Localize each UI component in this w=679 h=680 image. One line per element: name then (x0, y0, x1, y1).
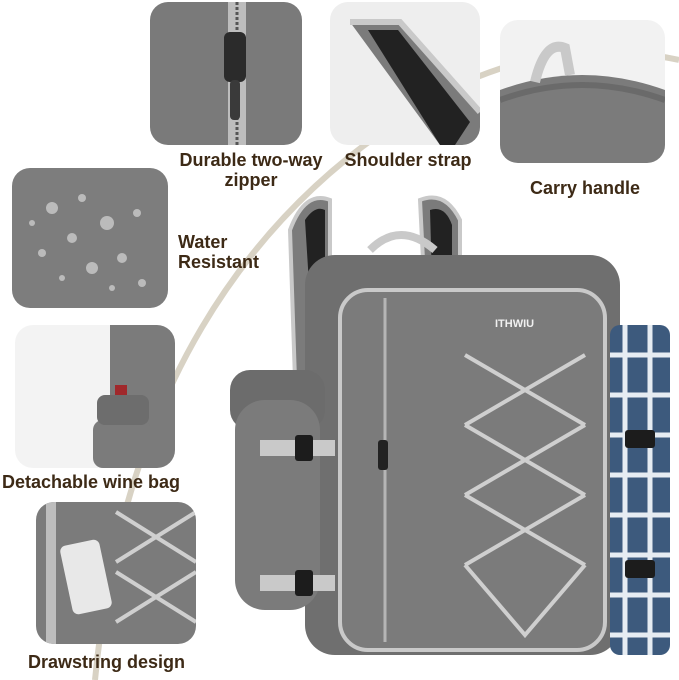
wine-bag-photo (15, 325, 175, 468)
water-label-line2: Resistant (178, 252, 260, 272)
zipper-label: Durable two-way zipper (172, 150, 330, 190)
backpack-main-photo: ITHWIU (230, 195, 670, 655)
drawstring-label: Drawstring design (28, 652, 186, 672)
drawstring-photo (36, 502, 196, 644)
zipper-label-line1: Durable two-way (179, 150, 323, 170)
zipper-label-line2: zipper (224, 170, 278, 190)
wine-bag-label: Detachable wine bag (2, 472, 181, 492)
water-resistant-photo (12, 168, 168, 308)
water-label-line1: Water (178, 232, 228, 252)
carry-handle-photo (500, 20, 665, 163)
shoulder-strap-label: Shoulder strap (344, 150, 472, 170)
water-resistant-label: Water Resistant (178, 232, 273, 272)
brand-logo: ITHWIU (495, 318, 534, 330)
zipper-closeup-photo (150, 2, 302, 145)
shoulder-strap-photo (330, 2, 480, 145)
carry-handle-label: Carry handle (529, 178, 641, 198)
